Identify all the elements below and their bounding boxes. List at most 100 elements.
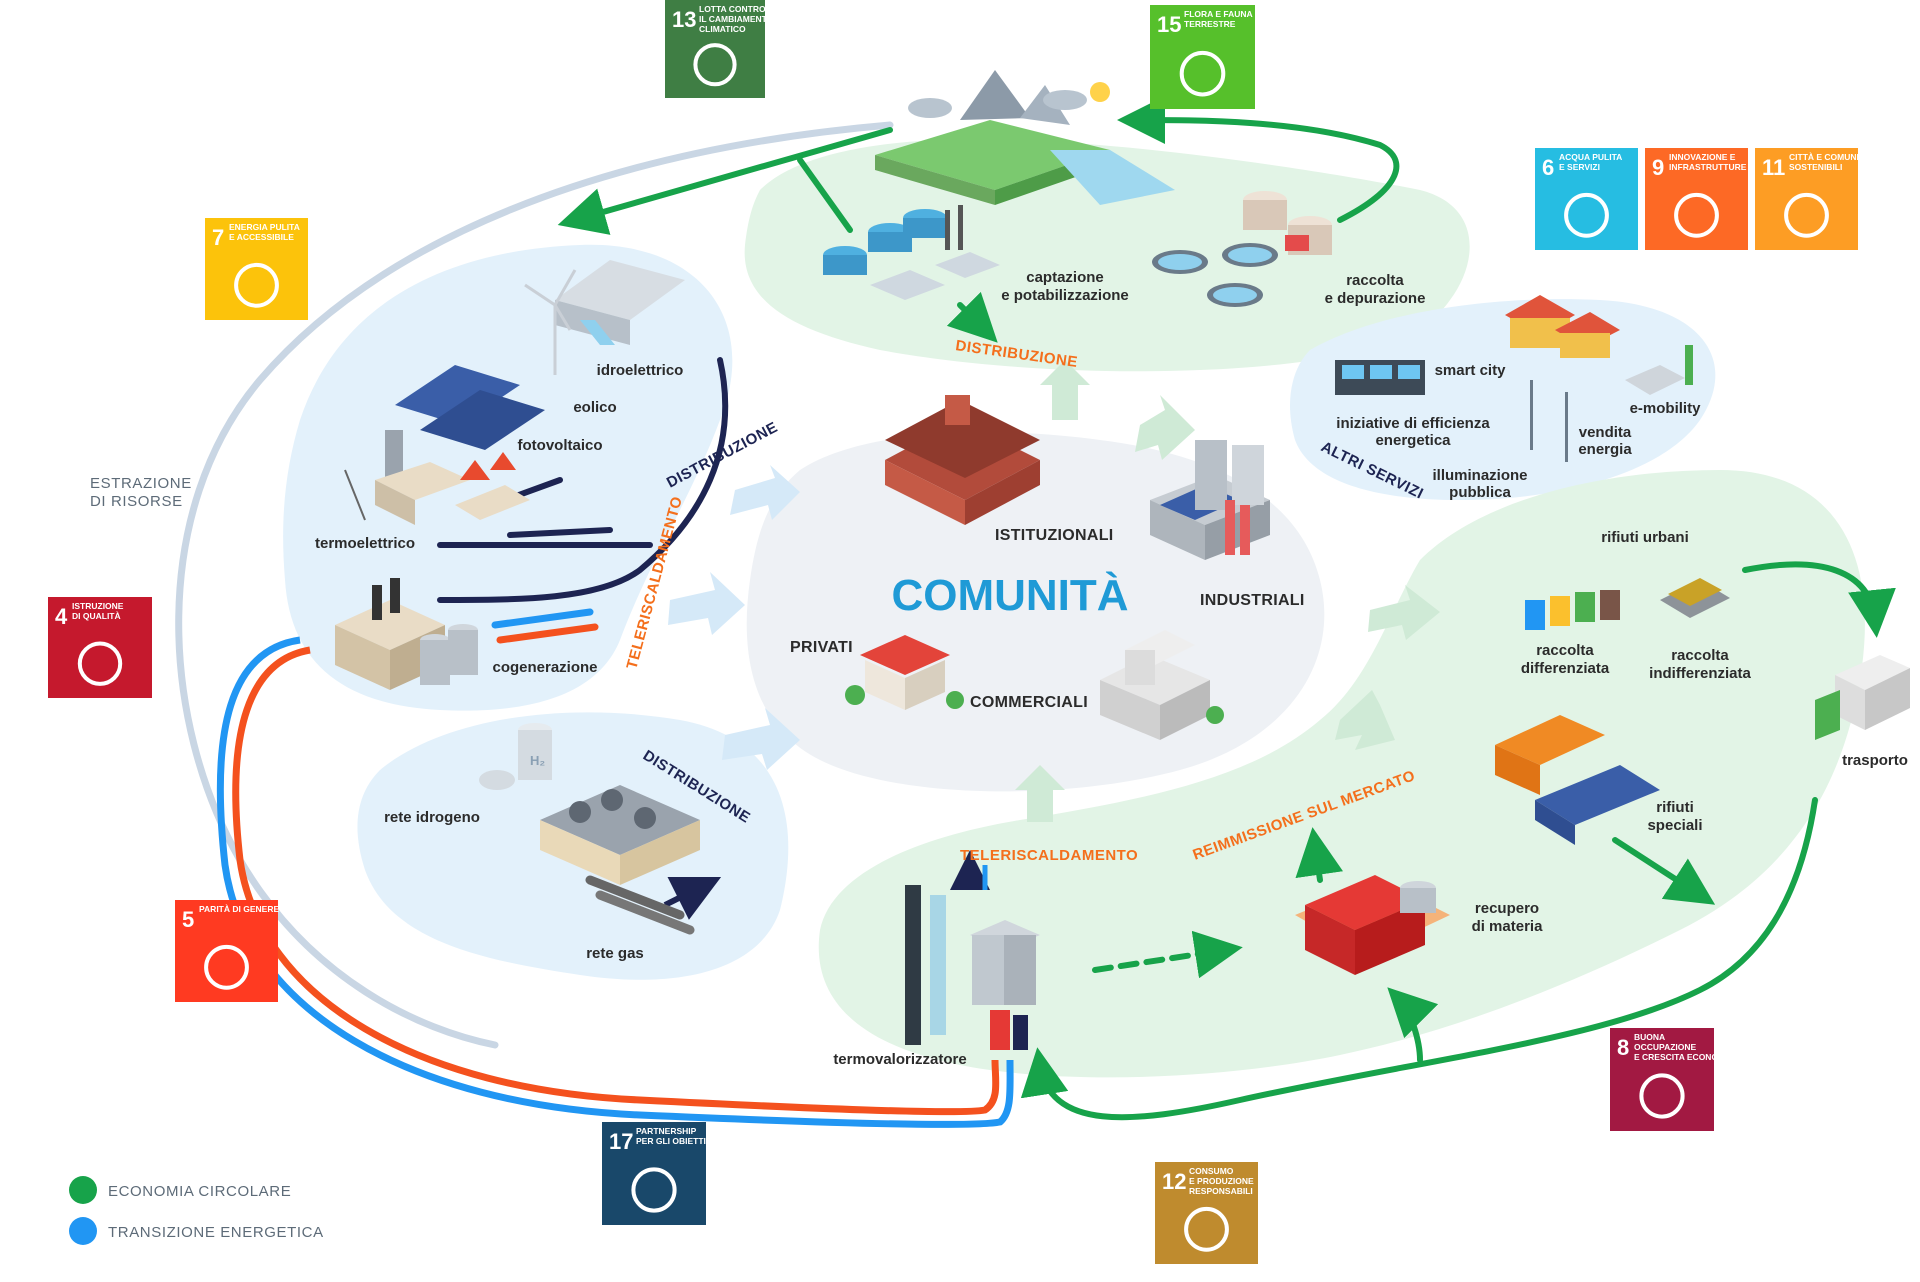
sdg-tile-bg [48, 597, 152, 698]
sdg-label-line: ISTRUZIONE [72, 601, 124, 611]
gas-station-illustration [540, 785, 700, 935]
community-flow-chevrons [668, 465, 800, 770]
sdg-number: 11 [1762, 155, 1785, 180]
sdg-goal-icon [1674, 192, 1719, 238]
sdg-tile-bg [665, 0, 765, 98]
label-differenziata-2: differenziata [1521, 660, 1610, 677]
material-recovery-illustration [1295, 875, 1450, 975]
sdg-tile-bg [205, 218, 308, 320]
sdg-label-line: PARTNERSHIP [636, 1126, 697, 1136]
sdg-label-line: INNOVAZIONE E [1669, 152, 1736, 162]
sdg-goal-icon [234, 262, 279, 308]
sdg-number: 15 [1157, 12, 1181, 37]
sdg-number: 13 [672, 7, 696, 32]
heat-line-blue [216, 636, 1014, 1128]
smart-city-illustration [1335, 295, 1693, 462]
circular-economy-arrows [557, 96, 1896, 1121]
label-waste-teleriscaldamento: TELERISCALDAMENTO [960, 847, 1138, 864]
tele-arrow-orange [496, 623, 599, 644]
sdg-number: 7 [212, 225, 224, 250]
label-differenziata-1: raccolta [1536, 642, 1594, 659]
label-vendita-2: energia [1578, 441, 1632, 458]
label-speciali-2: speciali [1647, 817, 1702, 834]
waste-bins-illustration [1525, 578, 1730, 630]
label-istituzionali: ISTITUZIONALI [995, 527, 1114, 544]
sdg-label-line: RESPONSABILI [1189, 1186, 1253, 1196]
sdg-tile-bg [1610, 1028, 1714, 1131]
sdg-goal-icon [77, 641, 123, 686]
sdg-label-line: CONSUMO [1189, 1166, 1234, 1176]
thermal-plant-illustration [344, 430, 530, 525]
hydro-dam-illustration [555, 260, 685, 345]
label-vendita-1: vendita [1579, 424, 1632, 441]
solar-panels-illustration [395, 365, 545, 450]
label-speciali-1: rifiuti [1656, 799, 1694, 816]
label-rifiuti-urbani: rifiuti urbani [1601, 529, 1689, 546]
label-estrazione-2: DI RISORSE [90, 493, 183, 510]
sdg-number: 17 [609, 1129, 633, 1154]
label-h2: H₂ [530, 753, 545, 768]
sdg-label-line: LOTTA CONTRO [699, 4, 766, 14]
label-recupero-1: recupero [1475, 900, 1539, 917]
sdg-goal-icon [693, 43, 737, 87]
industrial-building-illustration [1150, 440, 1270, 560]
sdg-label-line: TERRESTRE [1184, 19, 1236, 29]
sdg-number: 4 [55, 604, 68, 629]
sdg-label-line: BUONA [1634, 1032, 1665, 1042]
sdg-goal-icon [1639, 1073, 1685, 1119]
community-title: COMUNITÀ [891, 570, 1128, 620]
sdg-goal-icon [1179, 50, 1226, 97]
legend-dot-blue [69, 1217, 97, 1245]
label-trasporto: trasporto [1842, 752, 1908, 769]
sdg-tile-bg [175, 900, 278, 1002]
water-region [744, 139, 1470, 372]
label-raccolta-1: raccolta [1346, 272, 1404, 289]
label-illuminazione-1: illuminazione [1432, 467, 1527, 484]
label-efficienza-1: iniziative di efficienza [1336, 415, 1490, 432]
label-privati: PRIVATI [790, 639, 853, 656]
label-efficienza-2: energetica [1375, 432, 1451, 449]
institutional-building-illustration [885, 395, 1040, 525]
sdg-goal-icon [204, 944, 249, 990]
label-illuminazione-2: pubblica [1449, 484, 1511, 501]
commercial-building-illustration [1100, 630, 1224, 740]
sdg-goal-icon [1784, 192, 1829, 238]
sdg-label-line: SOSTENIBILI [1789, 162, 1842, 172]
sdg-label-line: E ACCESSIBILE [229, 232, 294, 242]
community-flow-chevrons-green [1015, 360, 1440, 822]
legend-dot-green [69, 1176, 97, 1204]
sdg-label-line: E SERVIZI [1559, 162, 1600, 172]
gas-distribution-arrow [663, 876, 722, 920]
label-rete-gas: rete gas [586, 945, 644, 962]
label-recupero-2: di materia [1472, 918, 1544, 935]
cogeneration-illustration [335, 578, 478, 690]
label-captazione-1: captazione [1026, 269, 1104, 286]
depurazione-illustration [1152, 191, 1332, 307]
label-termovalorizzatore: termovalorizzatore [833, 1051, 966, 1068]
sdg-goal-icon [1184, 1206, 1229, 1252]
captazione-illustration [823, 205, 1000, 300]
hydrogen-illustration [479, 723, 552, 790]
label-commerciali: COMMERCIALI [970, 694, 1088, 711]
sdg-number: 12 [1162, 1169, 1186, 1194]
sdg-label-line: FLORA E FAUNA [1184, 9, 1253, 19]
waste-region [818, 470, 1865, 1078]
label-estrazione-1: ESTRAZIONE [90, 475, 192, 492]
legend-economia: ECONOMIA CIRCOLARE [108, 1183, 291, 1200]
legend: ECONOMIA CIRCOLARE TRANSIZIONE ENERGETIC… [69, 1176, 323, 1245]
sdg-tile-bg [1755, 148, 1858, 250]
sdg-tile-bg [1155, 1162, 1258, 1264]
sdg-label-line: ENERGIA PULITA [229, 222, 300, 232]
sdg-tile-bg [1645, 148, 1748, 250]
energy-distribution-lines [437, 357, 729, 603]
